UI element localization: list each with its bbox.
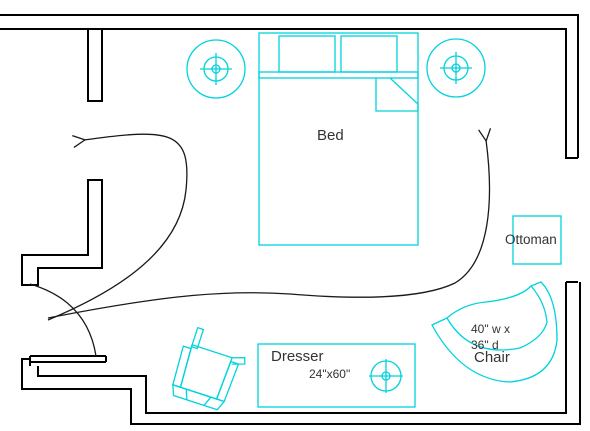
lamp-icon-cross <box>440 52 472 84</box>
ottoman[interactable]: Ottoman <box>505 215 562 265</box>
lamp-icon-cross <box>200 53 232 85</box>
ottoman-label: Ottoman <box>505 232 557 247</box>
chair-size-line-2: 36" d <box>471 338 499 352</box>
bed[interactable]: Bed <box>258 32 419 246</box>
side-chair-arm-right <box>215 360 240 403</box>
dresser-size: 24"x60" <box>309 367 350 381</box>
wall-stub-upper-left <box>87 28 103 102</box>
traffic-paths <box>29 133 489 357</box>
bed-frame <box>258 32 419 246</box>
dresser-outline <box>257 343 416 408</box>
wall-inner <box>0 28 578 414</box>
bed-label: Bed <box>317 127 344 144</box>
chair-label: Chair <box>474 349 510 366</box>
lamp-icon-cross <box>369 359 403 393</box>
side-chair[interactable] <box>168 325 251 413</box>
door-threshold <box>29 355 107 366</box>
chair[interactable]: 40" w x 36" d Chair <box>431 281 558 383</box>
bed-headboard-line <box>258 71 419 79</box>
walkway-arrow-icon <box>47 133 188 321</box>
nightstand-left-base <box>186 39 246 99</box>
bed-turned-sheet <box>375 77 419 112</box>
side-chair-back <box>190 326 205 350</box>
nightstand-left[interactable] <box>186 39 246 99</box>
walls <box>0 14 581 425</box>
pillow-left <box>278 35 336 73</box>
door-swing-icon <box>29 283 97 357</box>
wall-outer <box>0 14 581 425</box>
side-chair-top <box>232 357 246 365</box>
side-chair-base <box>172 383 226 411</box>
wall-door-jamb-left <box>21 179 103 286</box>
ottoman-outline <box>512 215 562 265</box>
chair-seat-line <box>446 285 532 319</box>
nightstand-right[interactable] <box>426 38 486 98</box>
nightstand-right-base <box>426 38 486 98</box>
pillow-right <box>340 35 398 73</box>
dresser[interactable]: Dresser 24"x60" <box>257 343 416 408</box>
chair-outline <box>431 281 558 383</box>
chair-size-line-1: 40" w x <box>471 322 510 336</box>
dresser-label: Dresser <box>271 348 324 365</box>
side-chair-arm-left <box>172 345 192 389</box>
walkway-arrow-icon <box>47 140 489 319</box>
